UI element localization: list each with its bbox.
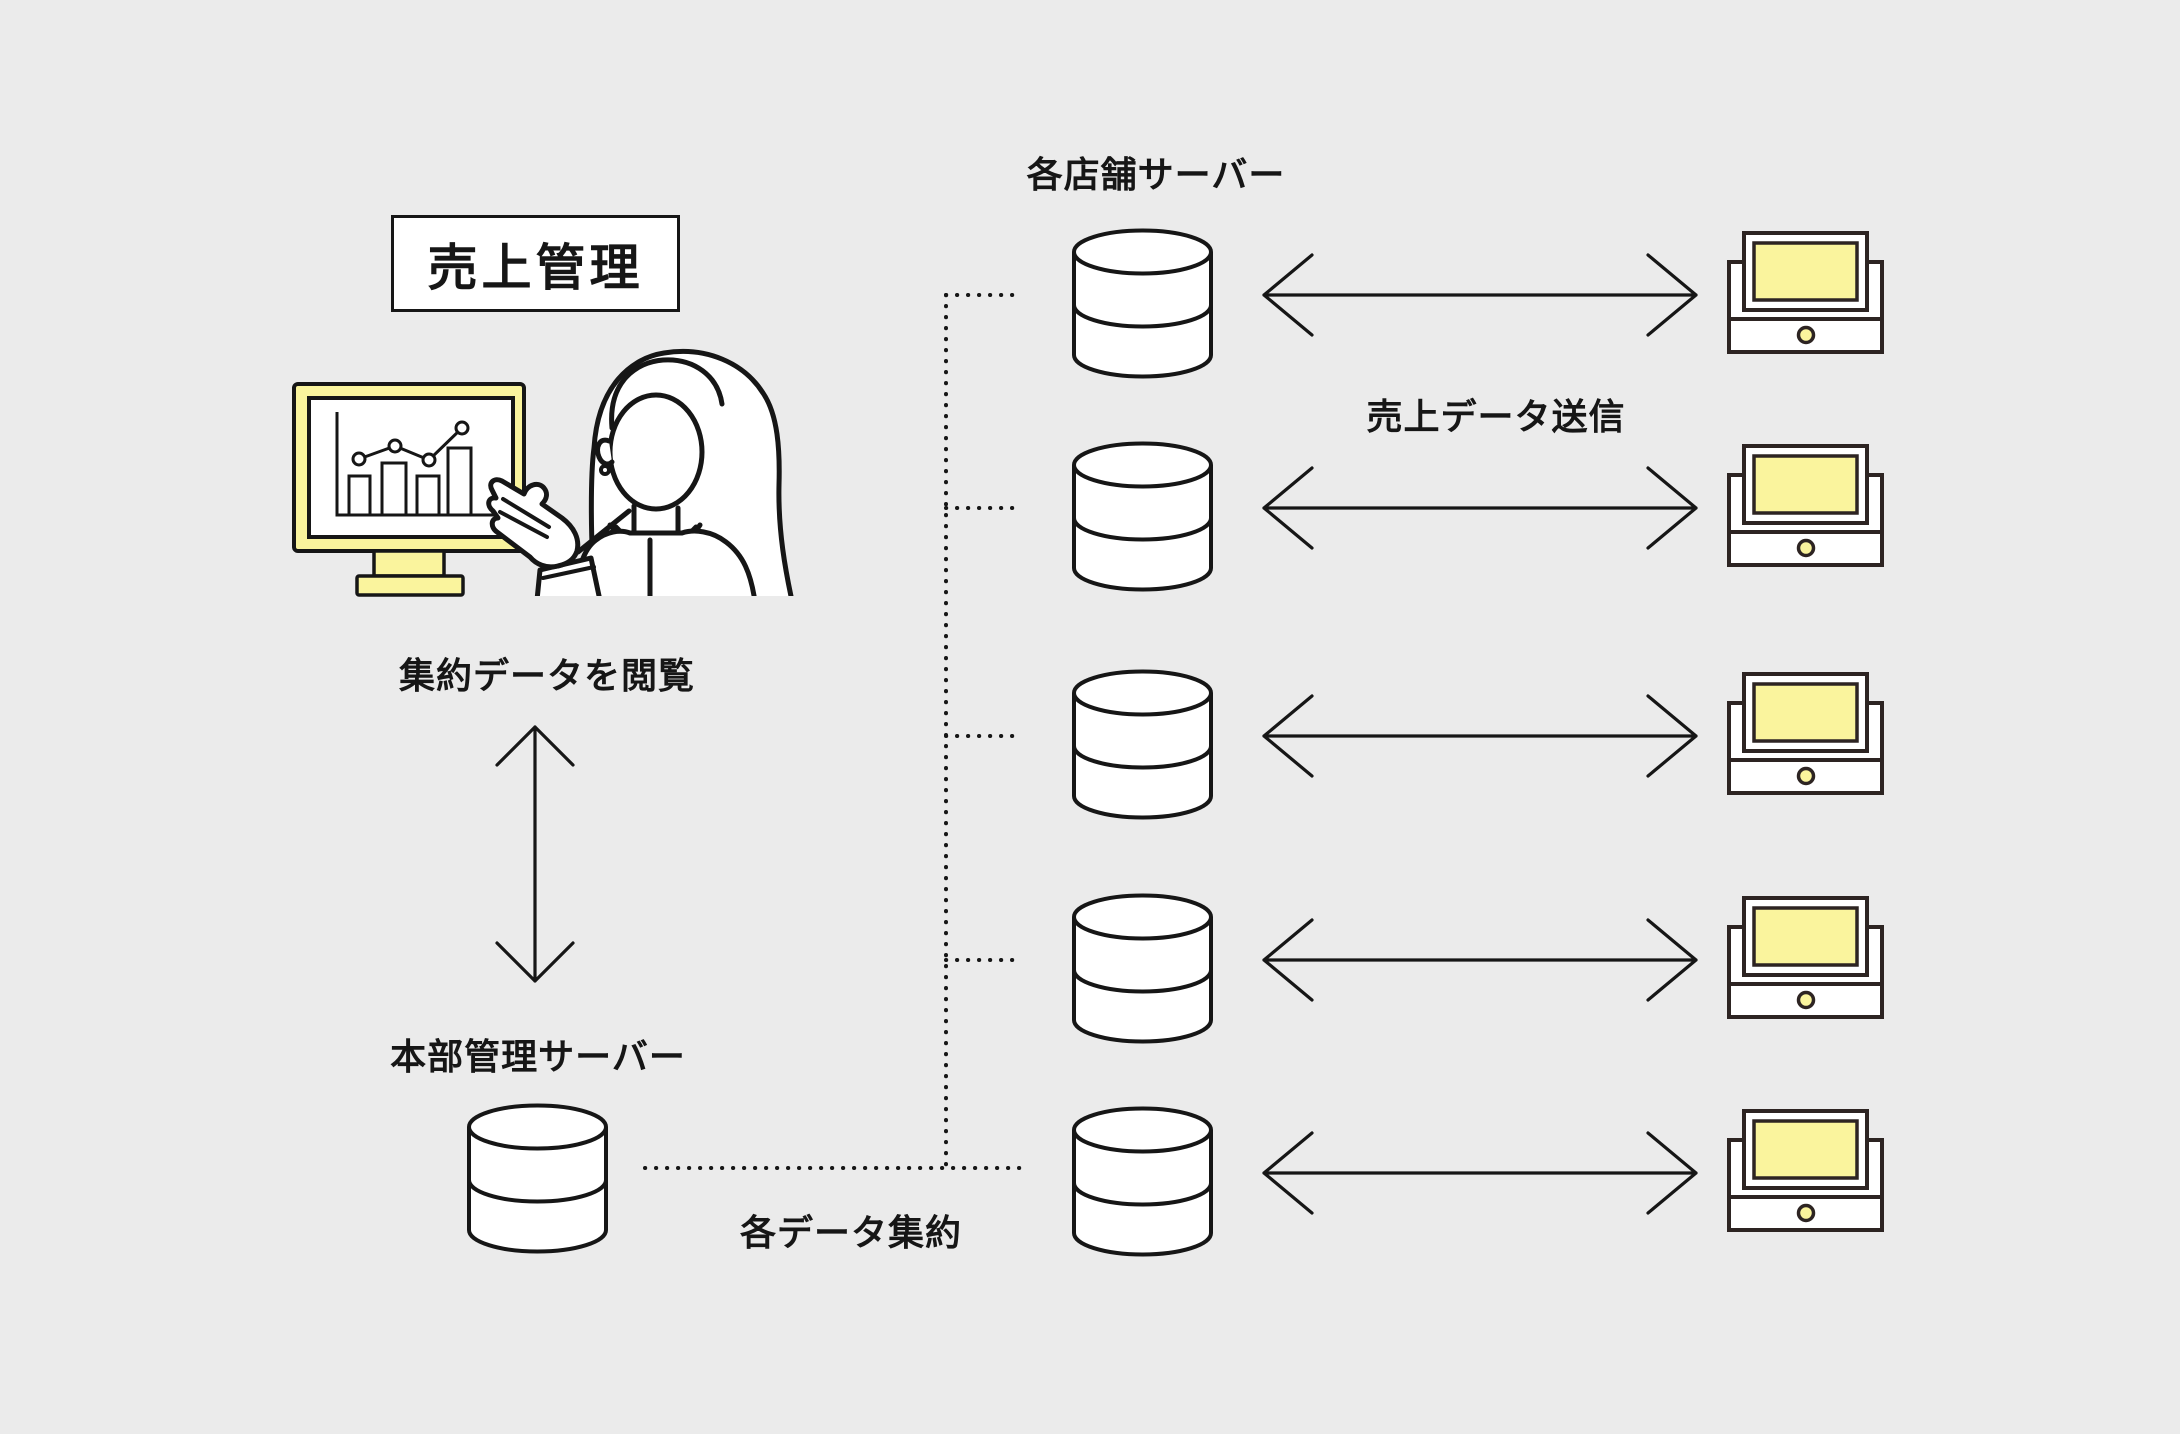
store-row: [1072, 441, 1884, 592]
hq-database-icon: [467, 1103, 608, 1254]
database-icon: [1072, 441, 1213, 592]
dotted-connector: [643, 293, 1025, 1170]
pos-terminal-icon: [1727, 896, 1884, 1019]
database-icon: [1072, 1106, 1213, 1257]
store-row: [1072, 893, 1884, 1044]
double-arrow-icon: [1262, 1131, 1698, 1215]
database-icon: [1072, 669, 1213, 820]
pos-terminal-icon: [1727, 444, 1884, 567]
pos-terminal-icon: [1727, 1109, 1884, 1232]
view-aggregated-data-label: 集約データを閲覧: [398, 655, 696, 696]
double-arrow-icon: [1262, 694, 1698, 778]
store-row: [1072, 228, 1884, 379]
double-arrow-icon: [1262, 466, 1698, 550]
monitor-chart-icon: [292, 382, 526, 597]
title-box: 売上管理: [391, 215, 680, 312]
database-icon: [1072, 228, 1213, 379]
hq-server-label: 本部管理サーバー: [390, 1036, 686, 1077]
aggregate-data-label: 各データ集約: [739, 1212, 963, 1253]
double-arrow-icon: [1262, 918, 1698, 1002]
store-row: [1072, 1106, 1884, 1257]
presenter-person-icon: [486, 348, 794, 596]
store-servers-label: 各店舗サーバー: [1026, 154, 1286, 195]
database-icon: [1072, 893, 1213, 1044]
store-row: [1072, 669, 1884, 820]
sales-data-send-label: 売上データ送信: [1366, 396, 1626, 437]
page-title: 売上管理: [427, 239, 644, 296]
pos-terminal-icon: [1727, 672, 1884, 795]
double-arrow-icon: [1262, 253, 1698, 337]
pos-terminal-icon: [1727, 231, 1884, 354]
vertical-double-arrow-icon: [495, 725, 575, 983]
